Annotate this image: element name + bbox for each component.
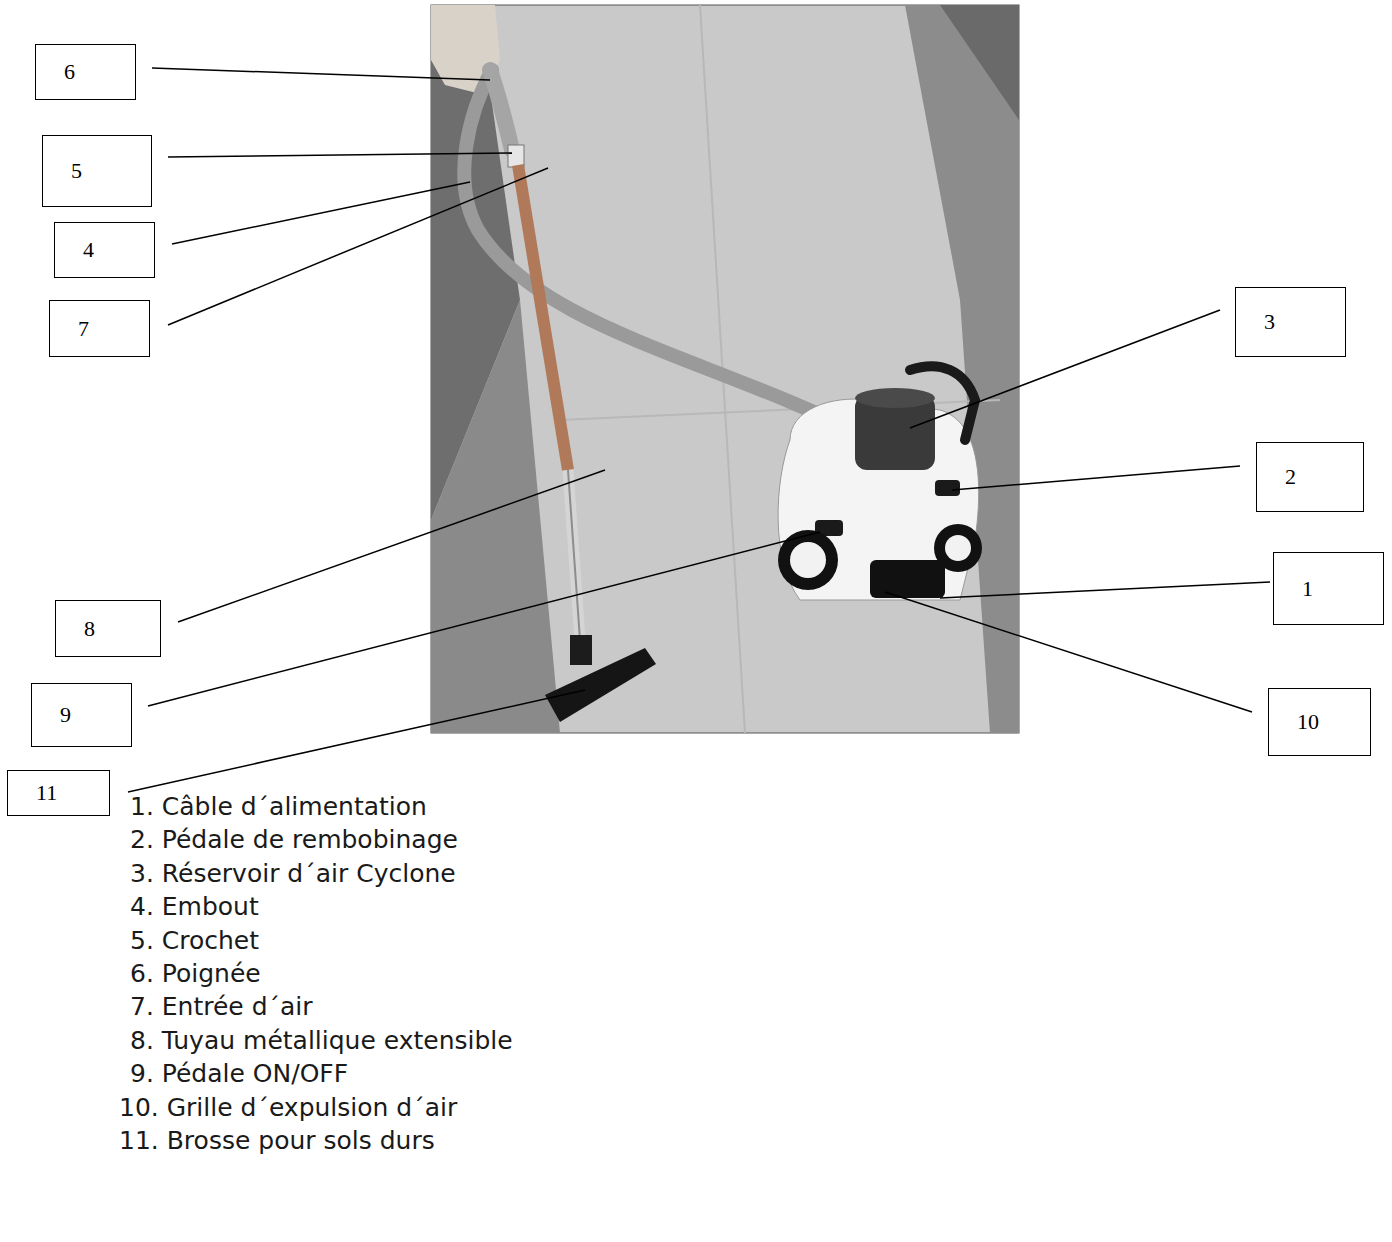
callout-number: 10 [1297, 709, 1319, 735]
callout-box: 1 [1273, 552, 1384, 625]
callout-box: 4 [54, 222, 155, 278]
part-name: 1. Câble d´alimentation [130, 790, 427, 823]
upper-tube [518, 165, 568, 470]
metal-tube [568, 470, 580, 640]
callout-box: 3 [1235, 287, 1346, 357]
part-name: 6. Poignée [130, 957, 261, 990]
leader-line [952, 466, 1240, 490]
tank-rim [855, 388, 935, 408]
part-name: 2. Pédale de rembobinage [130, 823, 458, 856]
metal-tube-shine [568, 470, 580, 640]
callout-box: 11 [7, 770, 110, 816]
exhaust-grille [870, 560, 945, 598]
part-name: 3. Réservoir d´air Cyclone [130, 857, 456, 890]
callout-box: 5 [42, 135, 152, 207]
callout-box: 8 [55, 600, 161, 657]
callout-number: 6 [64, 59, 75, 85]
leader-line [168, 168, 548, 325]
leader-line [178, 470, 605, 622]
floor-stripe [905, 5, 1019, 733]
hose [464, 70, 872, 440]
callout-box: 10 [1268, 688, 1371, 756]
wheel [778, 530, 838, 590]
wheel [934, 524, 982, 572]
callout-number: 9 [60, 702, 71, 728]
leader-line [128, 690, 585, 792]
callout-box: 9 [31, 683, 132, 747]
photo-ground [431, 5, 1019, 733]
wall-shadow [940, 5, 1019, 120]
part-name: 11. Brosse pour sols durs [119, 1124, 435, 1157]
leader-line [940, 582, 1270, 598]
callout-number: 1 [1302, 576, 1313, 602]
callout-number: 4 [83, 237, 94, 263]
leader-line [148, 532, 820, 706]
part-name: 7. Entrée d´air [130, 990, 313, 1023]
part-name: 9. Pédale ON/OFF [130, 1057, 348, 1090]
handle-grip [490, 70, 512, 150]
rewind-pedal [935, 480, 960, 496]
leader-line [168, 153, 512, 157]
wheel-hub [790, 542, 826, 578]
wheel-hub [945, 535, 971, 561]
leader-line [152, 68, 490, 80]
part-name: 10. Grille d´expulsion d´air [119, 1091, 457, 1124]
callout-number: 5 [71, 158, 82, 184]
callout-number: 7 [78, 316, 89, 342]
carry-handle [910, 366, 975, 440]
floor-stripe [431, 300, 560, 733]
leader-line [885, 592, 1252, 712]
part-name: 4. Embout [130, 890, 259, 923]
callout-number: 3 [1264, 309, 1275, 335]
part-name: 8. Tuyau métallique extensible [130, 1024, 513, 1057]
callout-number: 2 [1285, 464, 1296, 490]
floor-brush [545, 648, 656, 722]
brush-neck [570, 635, 592, 665]
callout-number: 8 [84, 616, 95, 642]
callout-box: 6 [35, 44, 136, 100]
leader-line [172, 182, 470, 244]
callout-box: 2 [1256, 442, 1364, 512]
callout-number: 11 [36, 780, 57, 806]
part-name: 5. Crochet [130, 924, 259, 957]
hook [508, 145, 524, 167]
leader-line [910, 310, 1220, 428]
callout-box: 7 [49, 300, 150, 357]
